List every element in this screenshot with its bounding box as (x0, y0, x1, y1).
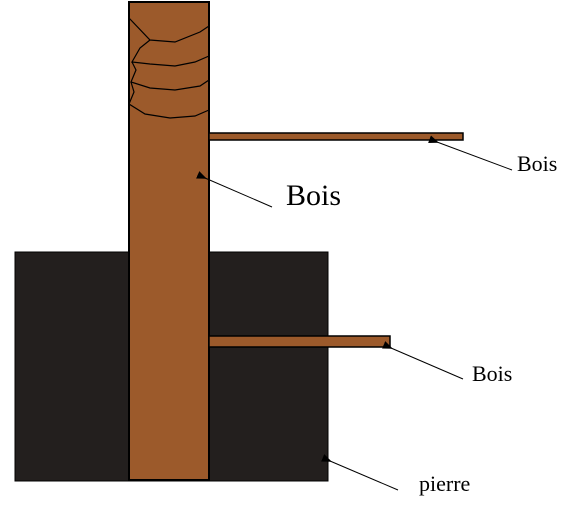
label-post: Bois (286, 179, 342, 212)
wooden-post (128, 1, 210, 481)
leader-post (196, 171, 273, 208)
label-foundation: pierre (419, 471, 471, 496)
wood-grain-lines (128, 17, 210, 119)
leader-upper-beam (428, 135, 513, 171)
label-lower-beam: Bois (472, 361, 513, 386)
lower-beam (208, 335, 391, 348)
label-upper-beam: Bois (517, 151, 558, 176)
leader-lower-beam (382, 341, 464, 380)
upper-beam (208, 132, 464, 141)
leader-stone (321, 454, 399, 491)
